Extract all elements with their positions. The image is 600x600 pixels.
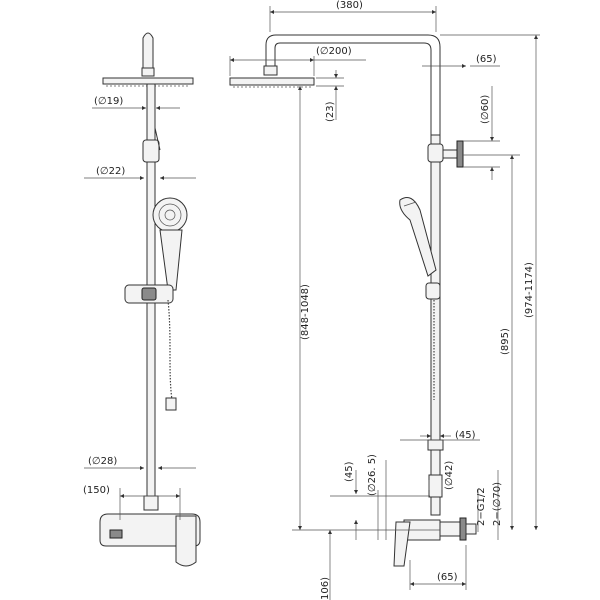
side-dim-65-bottom: (65) <box>409 545 467 590</box>
side-dim-23: (23) <box>316 70 344 122</box>
front-hand-shower-face <box>152 197 188 233</box>
side-dim-974: (974-1174) <box>440 34 540 530</box>
front-dim-22: (∅22) <box>84 166 196 181</box>
side-dim-70: 2−(∅70) <box>492 470 503 540</box>
side-dim-106: 106) <box>292 529 440 600</box>
front-mixer-lever <box>175 515 197 567</box>
dim-arm-offset: (65) <box>476 54 497 65</box>
side-arm-pipe <box>265 34 441 135</box>
side-dim-42: (∅42) <box>428 461 455 490</box>
side-dim-45-h: (45) <box>400 430 480 441</box>
side-shower-head <box>229 77 315 86</box>
side-rod <box>430 134 441 516</box>
front-dim-19: (∅19) <box>92 96 180 111</box>
side-view: (380) (∅200) (65) (23) <box>229 0 540 600</box>
front-top-pipe <box>142 32 154 71</box>
dim-overall-width: (380) <box>336 0 363 11</box>
dim-slider-dia: (∅22) <box>96 166 125 177</box>
dim-bracket-dia: (∅60) <box>480 95 491 124</box>
side-dim-895: (895) <box>463 154 520 530</box>
side-dim-848: (848-1048) <box>297 86 311 530</box>
dim-connection-thread: 2−G1/2 <box>476 487 487 526</box>
front-hose <box>167 299 173 401</box>
front-dim-150: (150) <box>83 485 181 520</box>
front-shower-head <box>102 77 194 85</box>
dim-rail-height: (848-1048) <box>300 284 311 340</box>
dim-lower-height: (45) <box>344 461 355 482</box>
dim-centres: (150) <box>83 485 110 496</box>
side-dim-26-5: (∅26. 5) <box>367 454 387 540</box>
side-hand-shower <box>399 197 437 277</box>
front-bracket <box>142 139 160 163</box>
front-dim-28: (∅28) <box>84 456 196 471</box>
dim-pipe-dia: (∅26. 5) <box>367 454 378 496</box>
front-mixer-body <box>99 513 201 547</box>
dim-total-height: (974-1174) <box>524 262 535 318</box>
dim-outlet-offset: (45) <box>455 430 476 441</box>
side-dim-60: (∅60) <box>463 86 500 180</box>
front-head-nut <box>141 67 155 77</box>
side-dim-65-top: (65) <box>422 54 500 69</box>
side-dim-200: (∅200) <box>229 46 366 76</box>
side-bracket <box>427 143 444 163</box>
front-hand-shower-handle <box>159 229 183 291</box>
dim-rod-dia-bottom: (∅28) <box>88 456 117 467</box>
side-dim-380: (380) <box>269 0 437 32</box>
dim-head-dia: (∅200) <box>316 46 352 57</box>
dim-wall-offset: (65) <box>437 572 458 583</box>
dim-head-to-outlet: (895) <box>500 328 511 355</box>
dim-connector-dia: (∅42) <box>444 461 455 490</box>
dim-flange-dia: 2−(∅70) <box>492 482 503 526</box>
side-dim-g12: 2−G1/2 <box>476 487 487 532</box>
dim-rod-dia-top: (∅19) <box>94 96 123 107</box>
dim-head-height: (23) <box>325 101 336 122</box>
side-mixer-lever <box>393 521 411 567</box>
front-view: (∅19) (∅22) (∅28) (150) <box>83 32 201 567</box>
dim-bottom-height: 106) <box>320 577 331 600</box>
